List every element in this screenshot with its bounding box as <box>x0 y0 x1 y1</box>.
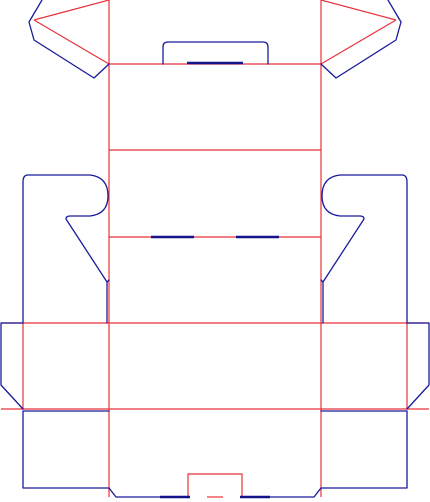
cut-bottom-edge <box>108 487 322 498</box>
slot-marks <box>151 61 279 499</box>
cut-top-left-dust-flap <box>28 0 110 79</box>
cut-bottom-left-flap <box>22 410 110 489</box>
cut-left-hook-flap <box>22 174 110 324</box>
cut-right-hook-flap <box>320 174 408 324</box>
fold-top-right-gusset-lower <box>320 19 397 65</box>
cut-top-tuck-tab <box>162 41 269 65</box>
cut-bottom-right-flap <box>320 410 408 489</box>
fold-top-right-gusset-diagonal <box>320 0 397 21</box>
cut-left-side-wall <box>0 322 24 410</box>
fold-top-left-gusset-diagonal <box>33 0 110 21</box>
fold-bottom-lock-tab <box>187 473 243 497</box>
cut-right-side-wall <box>406 322 430 410</box>
fold-top-left-gusset-lower <box>33 19 110 65</box>
cut-top-right-dust-flap <box>320 0 402 79</box>
